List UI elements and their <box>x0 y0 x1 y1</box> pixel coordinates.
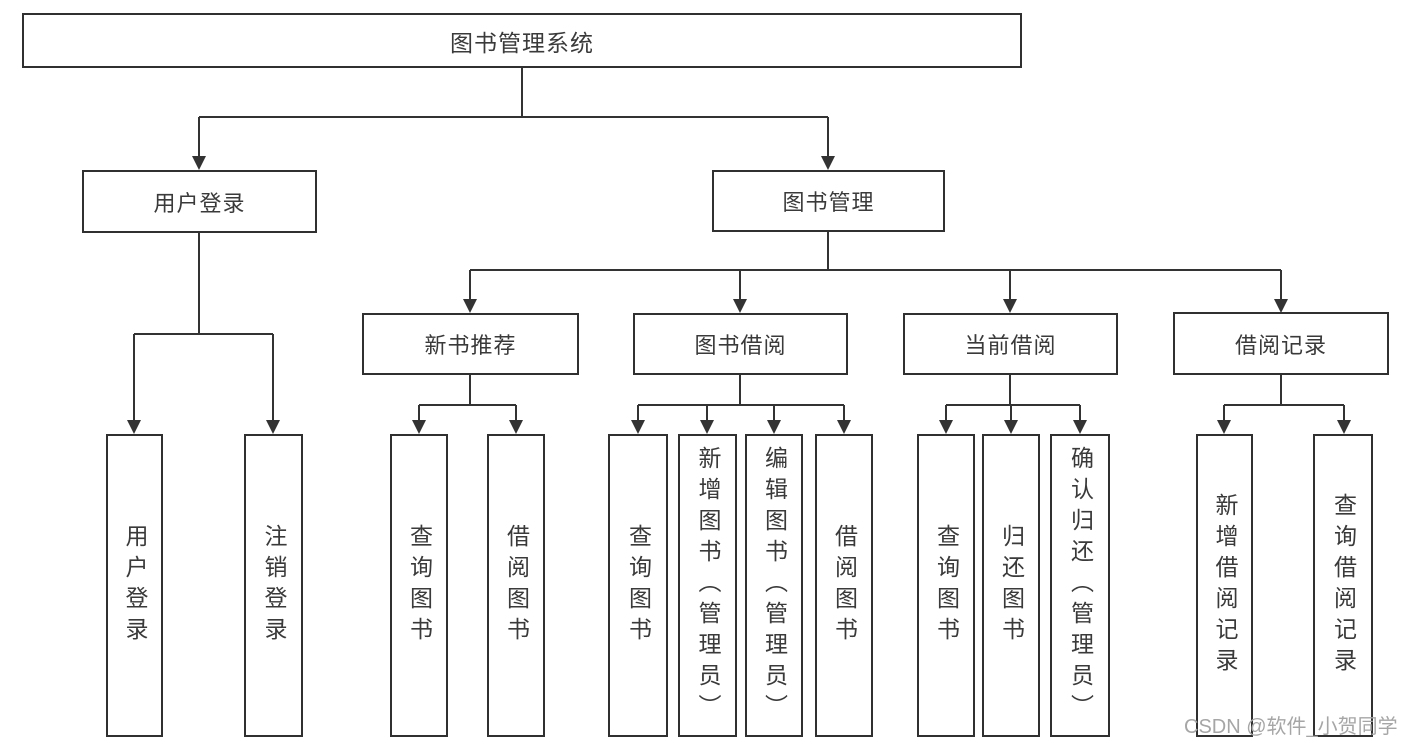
connector-new-book-children <box>418 375 517 421</box>
node-book-borrow-label: 图书借阅 <box>694 333 787 358</box>
leaf-add-borrow-record: 新增借阅记录 <box>1196 434 1253 737</box>
connector-user-login-children <box>133 233 274 421</box>
leaf-user-login-label: 用户登录 <box>122 523 148 648</box>
connector-borrow-record-children <box>1223 375 1345 421</box>
leaf-add-books-admin: 新增图书（管理员） <box>678 434 737 737</box>
leaf-user-login: 用户登录 <box>106 434 163 737</box>
leaf-logout-label: 注销登录 <box>261 523 287 648</box>
leaf-query-books-current-label: 查询图书 <box>933 523 960 648</box>
leaf-borrow-books-recommend: 借阅图书 <box>487 434 545 737</box>
leaf-query-borrow-record: 查询借阅记录 <box>1313 434 1373 737</box>
connector-book-borrow-children <box>637 375 845 421</box>
node-library-system-label: 图书管理系统 <box>450 29 594 56</box>
arrowheads <box>127 156 1351 434</box>
leaf-query-books-recommend: 查询图书 <box>390 434 448 737</box>
leaf-add-books-admin-label: 新增图书（管理员） <box>695 446 721 725</box>
node-current-borrow: 当前借阅 <box>903 313 1118 375</box>
node-borrow-records-label: 借阅记录 <box>1234 332 1327 358</box>
leaf-return-books: 归还图书 <box>982 434 1040 737</box>
leaf-query-books-borrow-label: 查询图书 <box>625 523 652 648</box>
node-book-management: 图书管理 <box>712 170 945 232</box>
leaf-borrow-books-label: 借阅图书 <box>831 523 858 648</box>
node-new-book-recommend-label: 新书推荐 <box>424 333 517 358</box>
node-library-system: 图书管理系统 <box>22 13 1022 68</box>
leaf-query-books-recommend-label: 查询图书 <box>406 523 433 648</box>
leaf-borrow-books: 借阅图书 <box>815 434 873 737</box>
leaf-borrow-books-recommend-label: 借阅图书 <box>503 523 530 648</box>
node-new-book-recommend: 新书推荐 <box>362 313 579 375</box>
leaf-query-borrow-record-label: 查询借阅记录 <box>1330 492 1357 679</box>
leaf-confirm-return-admin-label: 确认归还（管理员） <box>1067 446 1094 725</box>
leaf-edit-books-admin-label: 编辑图书（管理员） <box>761 446 788 725</box>
node-current-borrow-label: 当前借阅 <box>964 333 1057 358</box>
node-user-login-label: 用户登录 <box>153 190 246 216</box>
leaf-query-books-current: 查询图书 <box>917 434 975 737</box>
connector-root-to-level2 <box>198 68 829 157</box>
leaf-return-books-label: 归还图书 <box>998 523 1025 648</box>
node-borrow-records: 借阅记录 <box>1173 312 1389 375</box>
leaf-query-books-borrow: 查询图书 <box>608 434 668 737</box>
connector-book-management-children <box>469 232 1282 300</box>
node-user-login: 用户登录 <box>82 170 317 233</box>
node-book-borrow: 图书借阅 <box>633 313 848 375</box>
leaf-confirm-return-admin: 确认归还（管理员） <box>1050 434 1110 737</box>
leaf-edit-books-admin: 编辑图书（管理员） <box>745 434 803 737</box>
csdn-watermark: CSDN @软件_小贺同学 <box>1184 716 1398 738</box>
leaf-add-borrow-record-label: 新增借阅记录 <box>1212 492 1238 679</box>
leaf-logout: 注销登录 <box>244 434 303 737</box>
connector-current-borrow-children <box>945 375 1081 421</box>
node-book-management-label: 图书管理 <box>782 190 875 215</box>
